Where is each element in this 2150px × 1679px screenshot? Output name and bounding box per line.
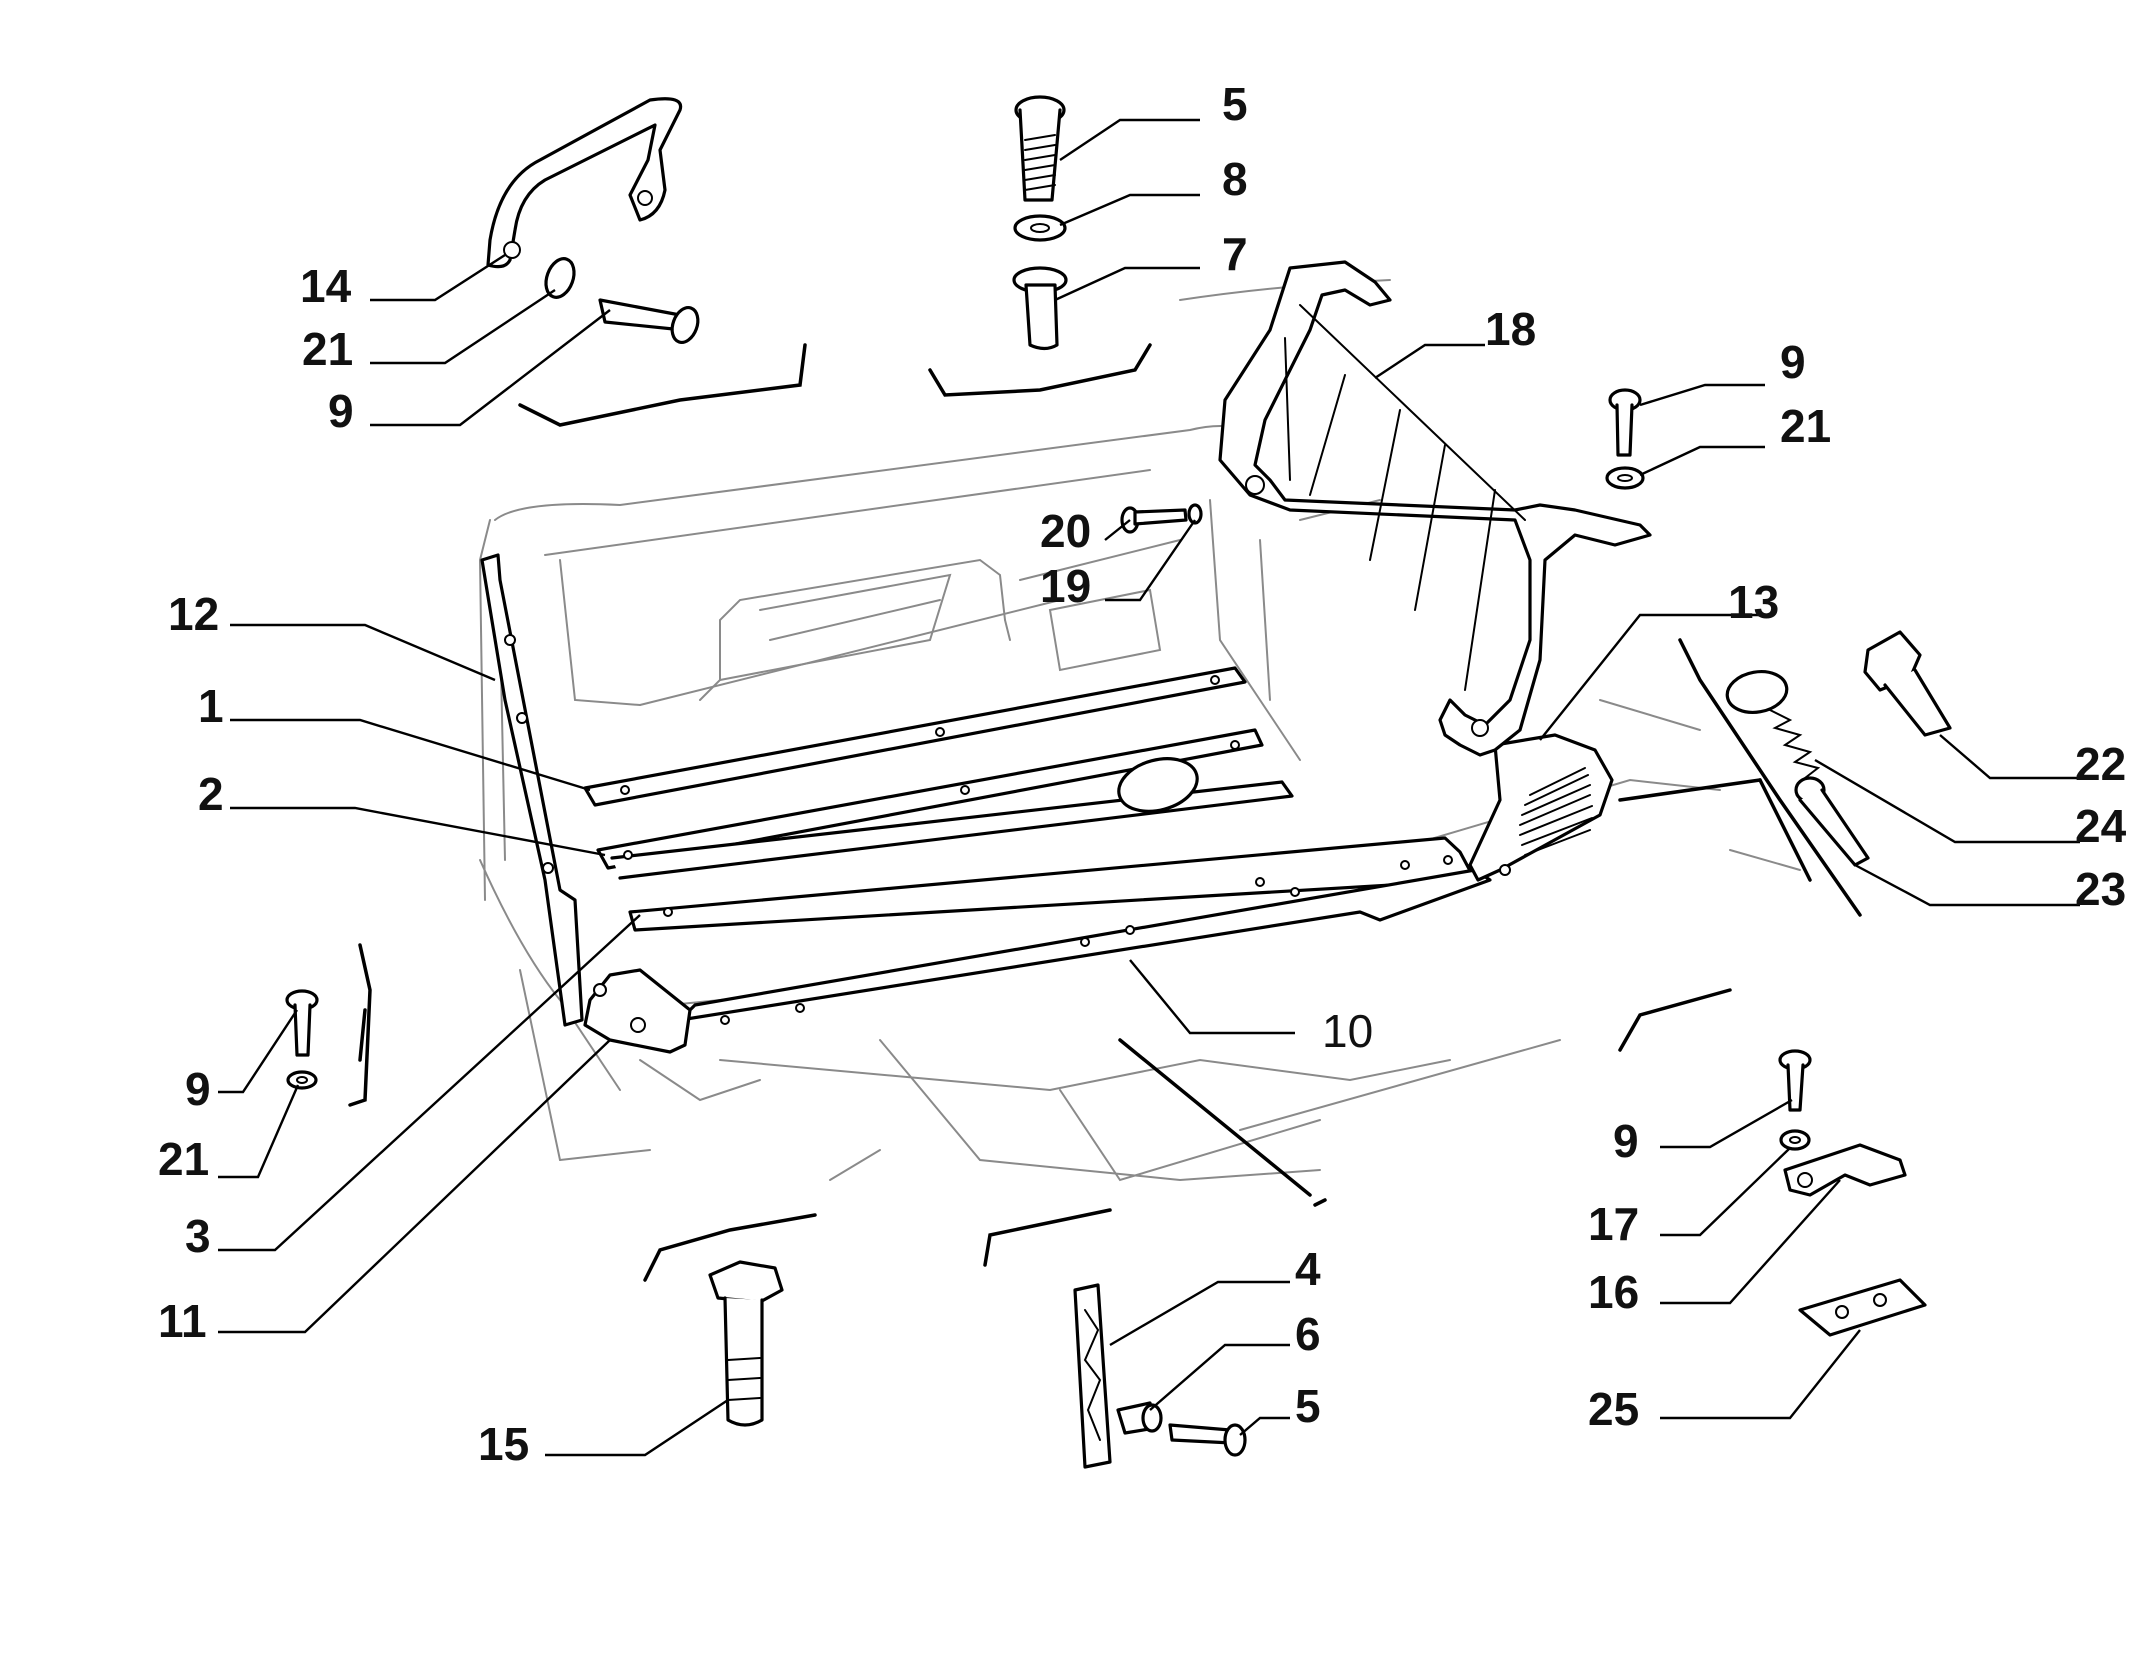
bushing-screw-bottom — [1116, 1401, 1247, 1457]
callout-4: 4 — [1295, 1243, 1321, 1295]
callout-23: 23 — [2075, 863, 2126, 915]
grab-handle — [486, 97, 683, 269]
callout-13: 13 — [1728, 576, 1779, 628]
hex-bolt-bottom — [708, 1260, 784, 1427]
hex-bolt-right — [1863, 630, 1952, 737]
tie-down-strap — [1073, 1283, 1112, 1469]
callout-5-bottom: 5 — [1295, 1380, 1321, 1432]
callout-3: 3 — [185, 1210, 211, 1262]
callout-18: 18 — [1485, 303, 1536, 355]
callout-24: 24 — [2075, 800, 2127, 852]
screw-washer-top-right — [1605, 388, 1645, 490]
floor-strip-lower — [628, 836, 1492, 1025]
floor-slat-upper — [583, 666, 1247, 807]
callout-15: 15 — [478, 1418, 529, 1470]
washer-and-pin-top-left — [544, 257, 700, 345]
screw-washer-clip-bottom-right — [1778, 1049, 1907, 1197]
leader-lines — [218, 118, 2080, 1457]
floor-slat-middle — [596, 728, 1294, 880]
screw-washer-lower-left — [285, 989, 319, 1090]
callout-14: 14 — [300, 260, 352, 312]
bolt-washer-bushing-top — [1012, 95, 1068, 351]
callout-9-bottom-right: 9 — [1613, 1115, 1639, 1167]
callout-20: 20 — [1040, 505, 1091, 557]
callout-7: 7 — [1222, 228, 1248, 280]
callout-10: 10 — [1322, 1005, 1373, 1057]
callout-16: 16 — [1588, 1266, 1639, 1318]
callout-9-top-right: 9 — [1780, 336, 1806, 388]
callout-1: 1 — [198, 680, 224, 732]
callout-labels: 14 21 9 5 8 7 18 9 21 20 19 12 1 2 13 22… — [158, 78, 2127, 1470]
callout-17: 17 — [1588, 1198, 1639, 1250]
callout-6: 6 — [1295, 1308, 1321, 1360]
callout-5-top: 5 — [1222, 78, 1248, 130]
callout-21-lower-left: 21 — [158, 1133, 209, 1185]
callout-21-top-left: 21 — [302, 323, 353, 375]
side-rail-left — [480, 553, 584, 1027]
backing-plate — [1798, 1278, 1927, 1337]
callout-9-top-left: 9 — [328, 385, 354, 437]
callout-12: 12 — [168, 588, 219, 640]
callout-21-top-right: 21 — [1780, 400, 1831, 452]
corner-bracket-left — [583, 968, 692, 1054]
callout-9-lower-left: 9 — [185, 1063, 211, 1115]
callout-25: 25 — [1588, 1383, 1639, 1435]
callout-22: 22 — [2075, 738, 2126, 790]
callout-2: 2 — [198, 768, 224, 820]
section-break-lines — [348, 343, 1862, 1282]
ladder-rack — [1218, 260, 1652, 757]
spring-pin-right — [1725, 670, 1870, 867]
corner-step-plate-right — [1468, 733, 1614, 882]
callout-8: 8 — [1222, 153, 1248, 205]
callout-11: 11 — [158, 1295, 207, 1347]
callout-19: 19 — [1040, 560, 1091, 612]
